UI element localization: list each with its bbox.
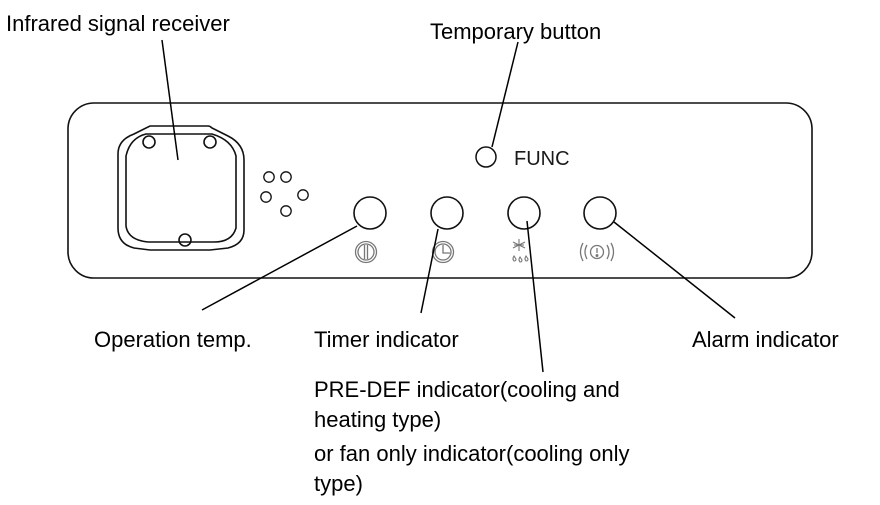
label-predef-line-1: PRE-DEF indicator(cooling and: [314, 377, 620, 402]
predef-indicator-lens: [507, 196, 541, 230]
leader-alarm-indicator: [613, 221, 736, 319]
leader-infrared-receiver: [161, 39, 179, 161]
leader-timer-indicator: [420, 228, 439, 314]
alarm-indicator-lens: [583, 196, 617, 230]
timer-indicator-lens: [430, 196, 464, 230]
temporary-button[interactable]: [475, 146, 497, 168]
clock-icon: [431, 240, 455, 264]
snowflake-droplet-icon: [512, 239, 529, 263]
label-temporary-button: Temporary button: [430, 19, 602, 44]
label-infrared-receiver: Infrared signal receiver: [6, 11, 230, 36]
control-panel: [67, 102, 813, 279]
label-timer-indicator: Timer indicator: [314, 327, 459, 352]
label-alarm-indicator: Alarm indicator: [692, 327, 839, 352]
label-predef-line-3: or fan only indicator(cooling only: [314, 441, 630, 466]
power-icon: [354, 240, 378, 264]
alarm-waves-icon: [579, 242, 615, 262]
label-predef-line-4: type): [314, 471, 363, 496]
leader-operation-temp: [201, 225, 358, 311]
infrared-receiver-window: [117, 125, 245, 251]
operation-indicator-lens: [353, 196, 387, 230]
sensor-holes: [260, 171, 309, 217]
leader-temporary-button: [491, 41, 519, 148]
func-label: FUNC: [514, 148, 570, 170]
label-predef-line-2: heating type): [314, 407, 442, 432]
leader-lines: [161, 39, 736, 373]
label-operation-temp: Operation temp.: [94, 327, 252, 352]
leader-predef-indicator: [526, 220, 544, 373]
